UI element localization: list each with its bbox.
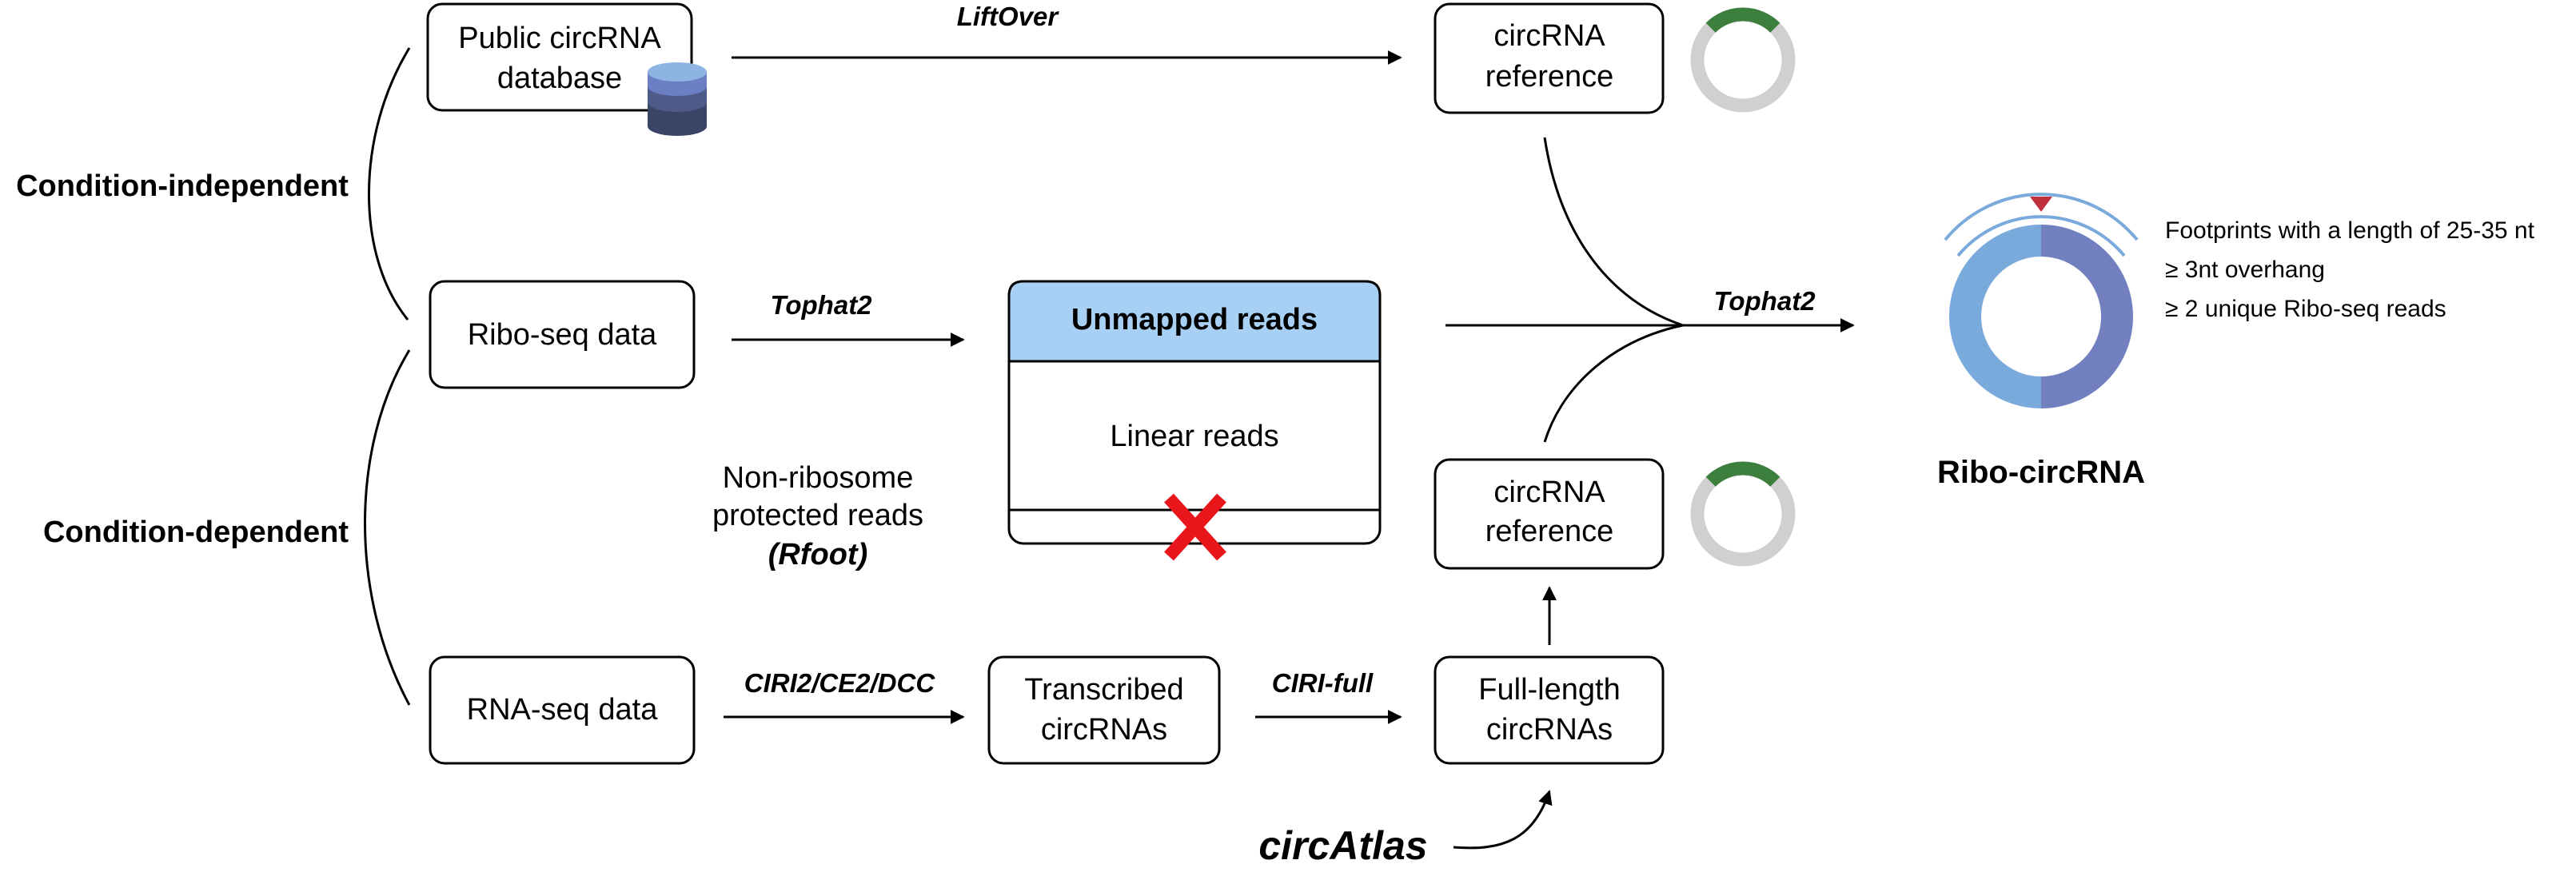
rna-seq-label: RNA-seq data — [467, 693, 659, 727]
tophat-right-label: Tophat2 — [1713, 286, 1816, 316]
circrna-reference-bottom-line1: circRNA — [1493, 476, 1605, 509]
linear-reads-label: Linear reads — [1110, 420, 1278, 453]
ribo-circrna-label: Ribo-circRNA — [1937, 455, 2145, 490]
circrna-reference-top-node: circRNA reference — [1434, 2, 1665, 114]
public-database-node: Public circRNA database — [426, 2, 693, 112]
ribosome-marker-icon — [2030, 197, 2052, 212]
full-length-line1: Full-length — [1478, 673, 1620, 707]
arrow-circatlas — [1453, 790, 1553, 850]
full-length-circrnas-node: Full-length circRNAs — [1434, 655, 1665, 765]
rfoot-label: (Rfoot) — [768, 538, 867, 571]
merge-curve-bottom — [1543, 324, 1684, 443]
circular-rna-icon — [1690, 461, 1796, 567]
merge-curve-top — [1543, 137, 1684, 327]
circatlas-label: circAtlas — [1258, 823, 1427, 868]
circrna-reference-top-line2: reference — [1485, 60, 1614, 94]
non-ribosome-line2: protected reads — [712, 499, 923, 532]
bracket-independent — [368, 47, 411, 321]
ribo-seq-node: Ribo-seq data — [429, 280, 696, 389]
unmapped-reads-panel: Unmapped reads Linear reads — [1007, 280, 1382, 545]
circular-rna-icon — [1690, 7, 1796, 113]
ribo-circrna-icon — [1944, 193, 2139, 408]
database-icon — [648, 62, 707, 136]
circrna-reference-bottom-node: circRNA reference — [1434, 458, 1665, 570]
unmapped-reads-header: Unmapped reads — [1071, 303, 1318, 336]
transcribed-circrnas-node: Transcribed circRNAs — [987, 655, 1221, 765]
rna-seq-node: RNA-seq data — [429, 655, 696, 765]
transcribed-line1: Transcribed — [1024, 673, 1183, 707]
transcribed-line2: circRNAs — [1041, 713, 1167, 747]
criterion-3: ≥ 2 unique Ribo-seq reads — [2165, 296, 2446, 322]
condition-dependent-label: Condition-dependent — [43, 516, 349, 549]
criterion-2: ≥ 3nt overhang — [2165, 257, 2325, 283]
full-length-line2: circRNAs — [1486, 713, 1613, 747]
circrna-reference-bottom-line2: reference — [1485, 515, 1614, 548]
public-database-label-line2: database — [497, 62, 622, 95]
tophat-left-label: Tophat2 — [770, 290, 872, 320]
ribo-seq-label: Ribo-seq data — [468, 318, 657, 352]
circrna-reference-top-line1: circRNA — [1493, 19, 1605, 53]
ciri-full-label: CIRI-full — [1272, 668, 1374, 698]
public-database-label-line1: Public circRNA — [458, 22, 661, 55]
condition-independent-label: Condition-independent — [16, 169, 349, 203]
cross-icon — [1164, 493, 1226, 561]
bracket-dependent — [364, 349, 411, 706]
ciri-multi-label: CIRI2/CE2/DCC — [744, 668, 936, 698]
liftover-label: LiftOver — [957, 2, 1060, 31]
non-ribosome-line1: Non-ribosome — [723, 461, 914, 495]
criterion-1: Footprints with a length of 25-35 nt — [2165, 217, 2535, 244]
